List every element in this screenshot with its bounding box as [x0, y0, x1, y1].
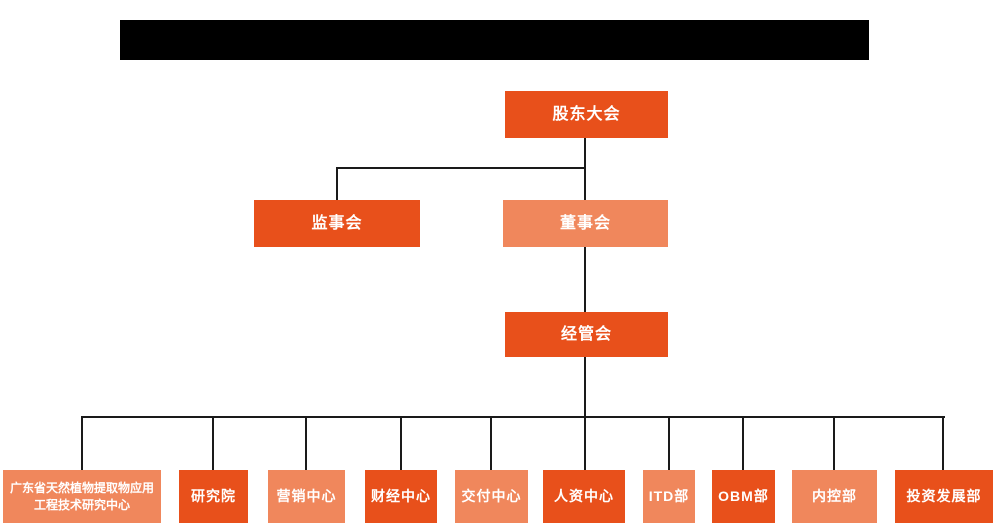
org-node-marketing-center: 营销中心 — [268, 470, 345, 523]
org-node-management-committee: 经管会 — [505, 312, 668, 357]
org-node-research-institute: 研究院 — [179, 470, 248, 523]
connector-drop-dept-1 — [81, 416, 83, 470]
org-node-label: 营销中心 — [276, 488, 337, 505]
org-node-label: 董事会 — [559, 214, 611, 232]
connector-drop-dept-9 — [833, 416, 835, 470]
connector-board-to-management — [584, 247, 586, 312]
org-node-label: 投资发展部 — [906, 488, 982, 505]
org-node-label: 监事会 — [311, 214, 363, 232]
connector-drop-dept-4 — [400, 416, 402, 470]
org-node-shareholders-meeting: 股东大会 — [505, 91, 668, 138]
connector-drop-dept-8 — [742, 416, 744, 470]
org-node-investment-development-department: 投资发展部 — [895, 470, 993, 523]
org-node-label: 研究院 — [191, 488, 236, 505]
org-node-internal-control-department: 内控部 — [792, 470, 877, 523]
connector-supervisory-drop — [336, 167, 338, 200]
connector-management-down — [584, 357, 586, 418]
connector-level2-horizontal — [336, 167, 586, 169]
org-node-guangdong-research-center: 广东省天然植物提取物应用工程技术研究中心 — [3, 470, 161, 523]
org-node-label: 内控部 — [812, 488, 857, 505]
org-node-label: 交付中心 — [461, 488, 522, 505]
org-node-label: 经管会 — [560, 325, 612, 343]
connector-drop-dept-2 — [212, 416, 214, 470]
org-node-itd-department: ITD部 — [643, 470, 695, 523]
org-node-label: 财经中心 — [371, 488, 431, 505]
org-node-label: 人资中心 — [554, 488, 614, 505]
org-node-finance-center: 财经中心 — [365, 470, 437, 523]
connector-departments-bus — [81, 416, 945, 418]
connector-drop-dept-5 — [490, 416, 492, 470]
org-node-label: ITD部 — [648, 488, 690, 505]
connector-shareholders-down — [584, 138, 586, 200]
org-node-obm-department: OBM部 — [712, 470, 775, 523]
connector-drop-dept-10 — [942, 416, 944, 470]
org-node-label: OBM部 — [718, 488, 769, 505]
connector-drop-dept-3 — [305, 416, 307, 470]
org-node-hr-center: 人资中心 — [543, 470, 625, 523]
connector-drop-dept-7 — [668, 416, 670, 470]
connector-drop-dept-6 — [584, 416, 586, 470]
org-node-label: 股东大会 — [552, 105, 621, 123]
org-node-supervisory-board: 监事会 — [254, 200, 420, 247]
org-node-label: 广东省天然植物提取物应用工程技术研究中心 — [9, 481, 154, 512]
redacted-title-bar — [120, 20, 869, 60]
org-node-board-of-directors: 董事会 — [503, 200, 668, 247]
org-node-delivery-center: 交付中心 — [455, 470, 528, 523]
